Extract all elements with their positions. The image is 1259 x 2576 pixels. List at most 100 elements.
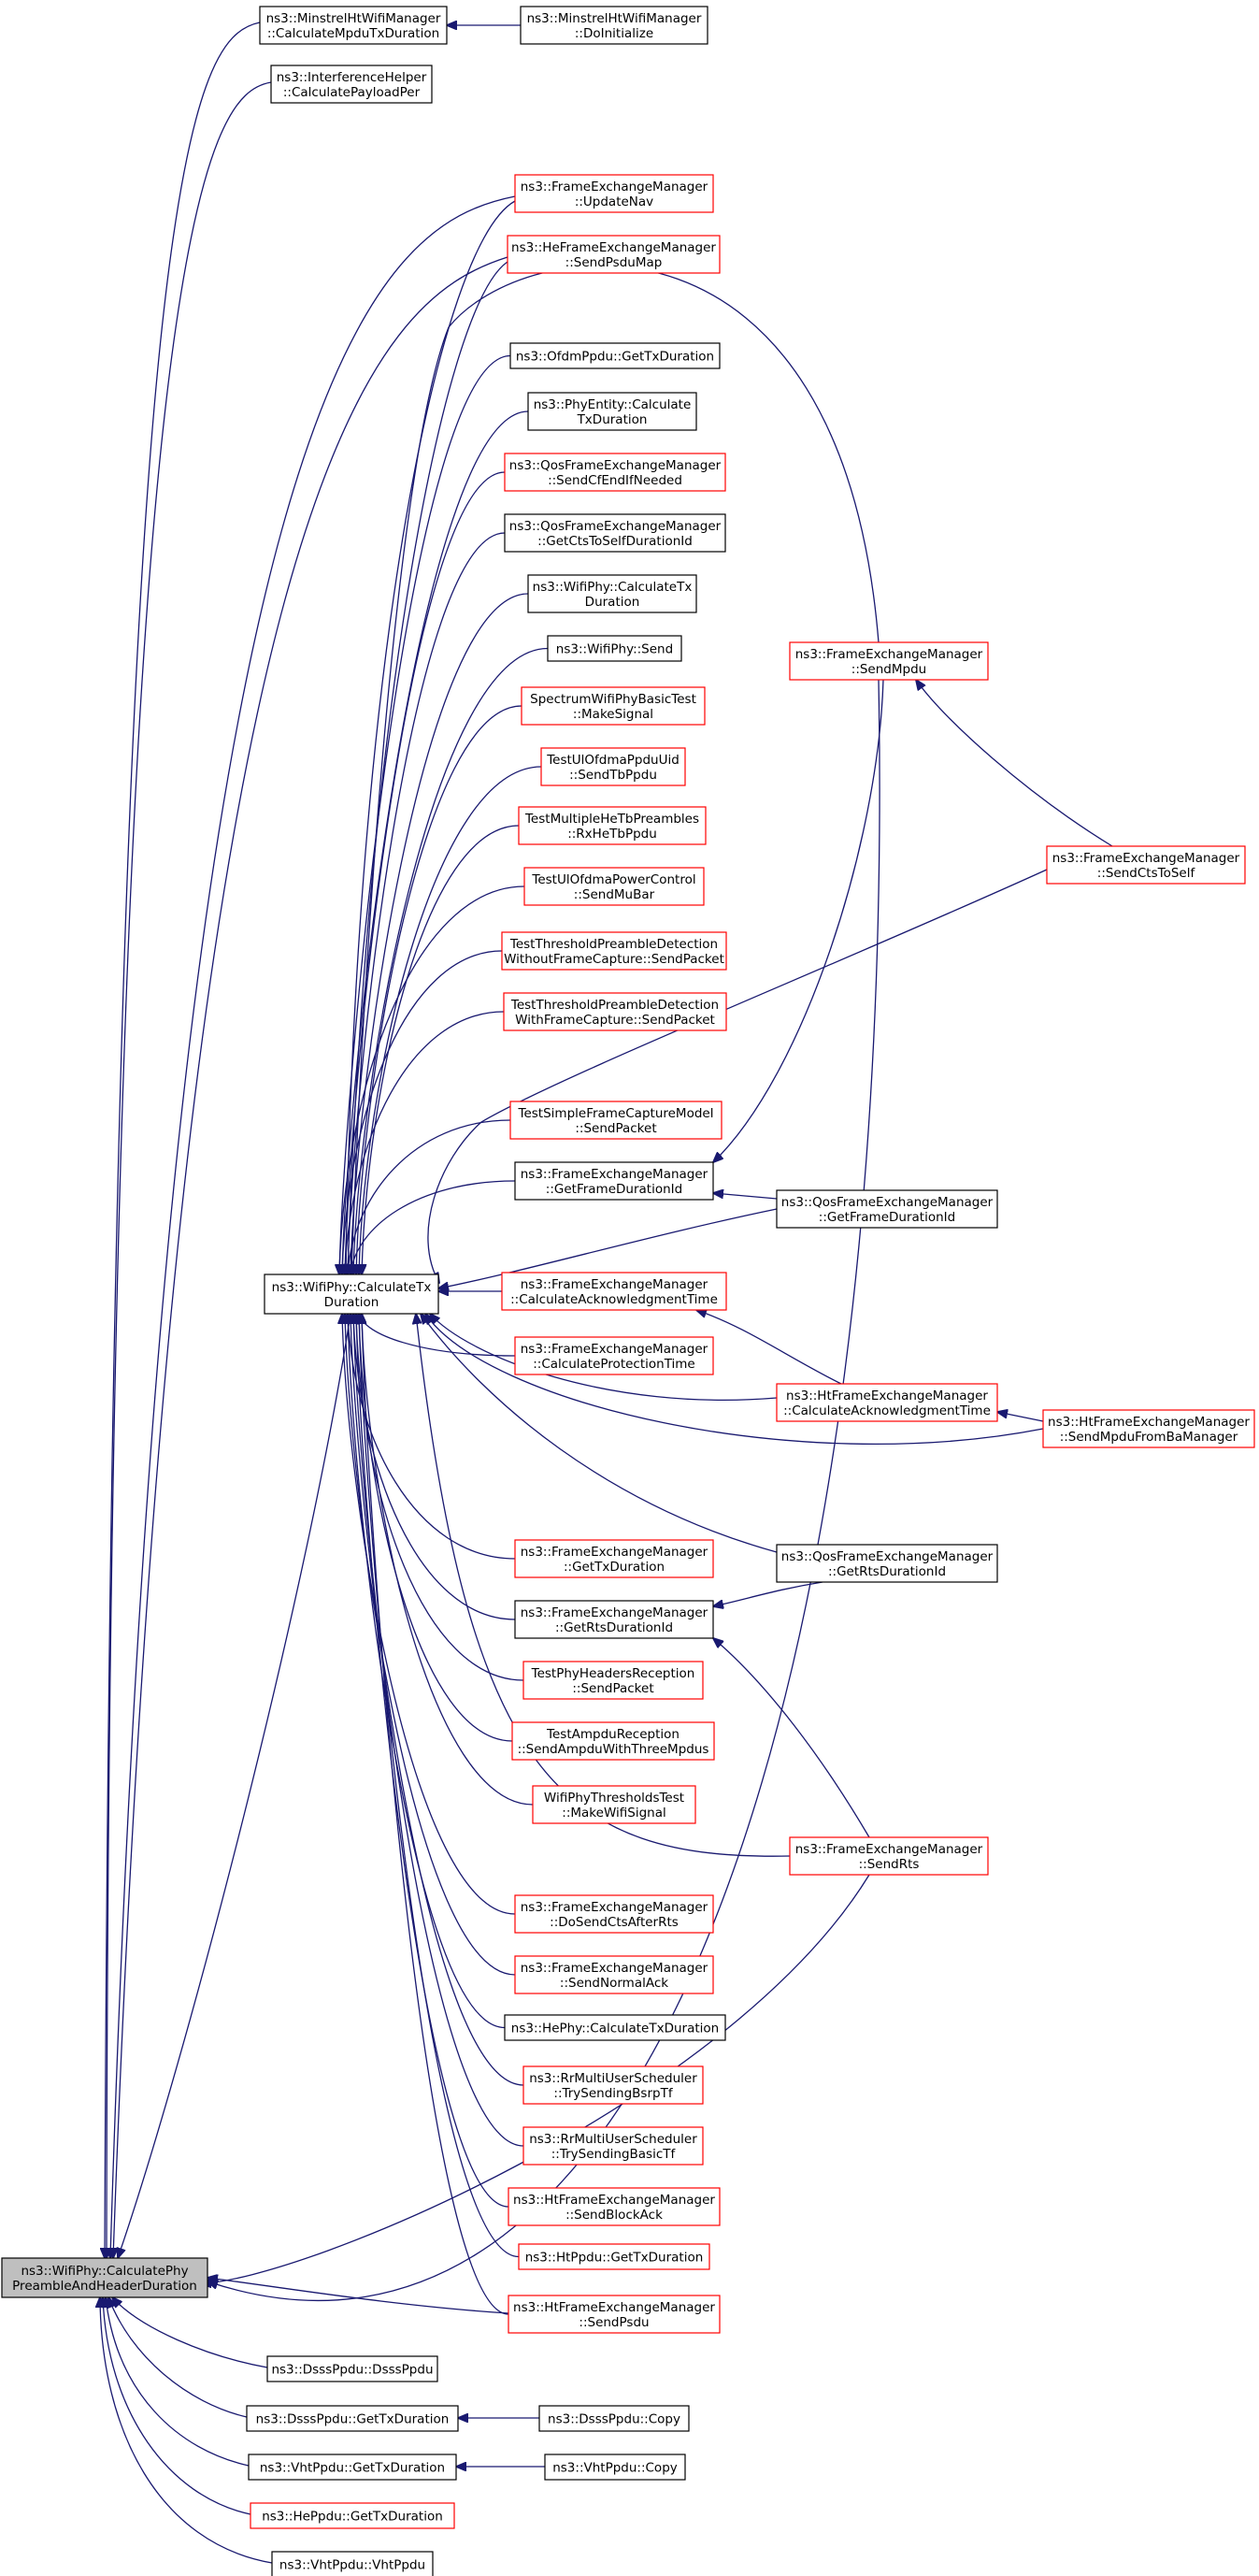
node-label: TestAmpduReception [546, 1727, 680, 1742]
node-label: WithFrameCapture::SendPacket [515, 1013, 715, 1028]
node-box [504, 2014, 726, 2041]
node-label: ::TrySendingBasicTf [551, 2147, 677, 2162]
edge-qos_getframe-to-hub [438, 1208, 778, 1288]
node-fem-calcack[interactable]: ns3::FrameExchangeManager::CalculateAckn… [501, 1272, 727, 1311]
node-spectrum-make[interactable]: SpectrumWifiPhyBasicTest::MakeSignal [521, 686, 706, 726]
node-label: TestUlOfdmaPowerControl [531, 872, 695, 887]
node-htfem-sendpsdu[interactable]: ns3::HtFrameExchangeManager::SendPsdu [508, 2295, 721, 2334]
node-wifiphy-calc2[interactable]: ns3::WifiPhy::CalculateTxDuration [527, 574, 697, 613]
edge-fem_sendnormal-to-hub [345, 1314, 516, 1976]
node-box [776, 1383, 998, 1422]
node-label: ns3::HtFrameExchangeManager [786, 1389, 988, 1403]
node-fem-updatenav[interactable]: ns3::FrameExchangeManager::UpdateNav [514, 174, 714, 213]
node-he-gettx[interactable]: ns3::HePpdu::GetTxDuration [250, 2502, 455, 2529]
node-label: ns3::HtPpdu::GetTxDuration [525, 2251, 704, 2266]
node-root[interactable]: ns3::WifiPhy::CalculatePhyPreambleAndHea… [1, 2257, 208, 2298]
node-fem-sendnormal[interactable]: ns3::FrameExchangeManager::SendNormalAck [514, 1955, 714, 1994]
node-label: ::GetCtsToSelfDurationId [537, 534, 693, 549]
node-phyentity-calc[interactable]: ns3::PhyEntity::CalculateTxDuration [527, 392, 697, 431]
node-fem-getframe[interactable]: ns3::FrameExchangeManager::GetFrameDurat… [514, 1161, 714, 1201]
node-testmulti-rx[interactable]: TestMultipleHeTbPreambles::RxHeTbPpdu [518, 806, 707, 845]
node-htfem-sendmpdu[interactable]: ns3::HtFrameExchangeManager::SendMpduFro… [1042, 1409, 1255, 1448]
node-label: ::DoInitialize [575, 26, 653, 41]
node-dsss-gettx[interactable]: ns3::DsssPpdu::GetTxDuration [246, 2405, 459, 2432]
node-label: ns3::FrameExchangeManager [521, 180, 708, 194]
node-testampdu[interactable]: TestAmpduReception::SendAmpduWithThreeMp… [511, 1721, 715, 1761]
node-testthr-with[interactable]: TestThresholdPreambleDetectionWithFrameC… [503, 992, 727, 1031]
node-label: TestUlOfdmaPpduUid [546, 753, 680, 768]
node-rr-bsrp[interactable]: ns3::RrMultiUserScheduler::TrySendingBsr… [522, 2065, 704, 2105]
node-dsss-copy[interactable]: ns3::DsssPpdu::Copy [538, 2405, 690, 2432]
node-interference[interactable]: ns3::InterferenceHelper::CalculatePayloa… [270, 65, 433, 104]
node-fem-sendmpdu[interactable]: ns3::FrameExchangeManager::SendMpdu [789, 641, 989, 681]
node-label: ::SendNormalAck [560, 1976, 668, 1991]
node-qos-getframe[interactable]: ns3::QosFrameExchangeManager::GetFrameDu… [776, 1189, 998, 1229]
node-box [501, 1272, 727, 1311]
node-box [521, 686, 706, 726]
node-vht-ctor[interactable]: ns3::VhtPpdu::VhtPpdu [271, 2551, 434, 2576]
node-label: ns3::VhtPpdu::VhtPpdu [279, 2558, 425, 2573]
node-qos-sendcfend[interactable]: ns3::QosFrameExchangeManager::SendCfEndI… [504, 453, 726, 492]
node-wifithr[interactable]: WifiPhyThresholdsTest::MakeWifiSignal [532, 1785, 696, 1824]
edge-fem_updatenav-to-root [110, 195, 516, 2258]
node-htppdu-gettx[interactable]: ns3::HtPpdu::GetTxDuration [518, 2243, 710, 2270]
node-label: ns3::MinstrelHtWifiManager [527, 11, 702, 26]
node-fem-dosendcts[interactable]: ns3::FrameExchangeManager::DoSendCtsAfte… [514, 1894, 714, 1934]
node-label: ns3::InterferenceHelper [277, 70, 427, 85]
node-testul-sendtb[interactable]: TestUlOfdmaPpduUid::SendTbPpdu [540, 747, 686, 786]
node-label: ::CalculateAcknowledgmentTime [510, 1292, 718, 1307]
edge-htfem_sendmpdu-to-htfem_calcack [997, 1412, 1044, 1422]
node-box [511, 1721, 715, 1761]
node-box [532, 1785, 696, 1824]
node-label: ::SendMuBar [574, 887, 655, 902]
node-label: ns3::FrameExchangeManager [521, 1900, 708, 1915]
node-htfem-calcack[interactable]: ns3::HtFrameExchangeManager::CalculateAc… [776, 1383, 998, 1422]
node-rr-basic[interactable]: ns3::RrMultiUserScheduler::TrySendingBas… [522, 2126, 704, 2166]
node-vht-copy[interactable]: ns3::VhtPpdu::Copy [544, 2454, 686, 2481]
node-wifiphy-send[interactable]: ns3::WifiPhy::Send [547, 635, 682, 662]
node-ofdm-gettx[interactable]: ns3::OfdmPpdu::GetTxDuration [509, 342, 721, 369]
node-vht-gettx[interactable]: ns3::VhtPpdu::GetTxDuration [248, 2454, 457, 2481]
node-label: ns3::FrameExchangeManager [521, 1277, 708, 1292]
node-minstrel-init[interactable]: ns3::MinstrelHtWifiManager::DoInitialize [520, 6, 708, 45]
node-hub[interactable]: ns3::WifiPhy::CalculateTxDuration [264, 1274, 439, 1315]
edge-fem_sendmpdu-to-root [207, 679, 880, 2301]
node-htfem-sendblock[interactable]: ns3::HtFrameExchangeManager::SendBlockAc… [508, 2187, 721, 2226]
node-box [538, 2405, 690, 2432]
edge-dsss_gettx-to-root [108, 2297, 248, 2418]
edge-fem_sendmpdu-to-fem_getframe [713, 679, 884, 1162]
node-testthr-without[interactable]: TestThresholdPreambleDetectionWithoutFra… [501, 931, 727, 971]
node-label: ns3::HePhy::CalculateTxDuration [511, 2022, 719, 2036]
node-label: ::GetRtsDurationId [555, 1620, 673, 1635]
node-testphyhdr[interactable]: TestPhyHeadersReception::SendPacket [522, 1661, 704, 1700]
node-qos-getcts[interactable]: ns3::QosFrameExchangeManager::GetCtsToSe… [504, 513, 726, 553]
node-fem-sendcts[interactable]: ns3::FrameExchangeManager::SendCtsToSelf [1046, 845, 1246, 885]
node-fem-sendrts[interactable]: ns3::FrameExchangeManager::SendRts [789, 1836, 989, 1876]
node-label: ns3::FrameExchangeManager [795, 1842, 983, 1857]
edge-qos_sendcfend-to-hub [345, 471, 506, 1274]
node-label: ::SendCtsToSelf [1097, 866, 1196, 881]
edge-wifiphy_send-to-hub [353, 647, 549, 1275]
node-testsimple[interactable]: TestSimpleFrameCaptureModel::SendPacket [509, 1101, 722, 1140]
node-box [259, 6, 448, 45]
node-box [514, 1894, 714, 1934]
node-hefem-sendpsdumap[interactable]: ns3::HeFrameExchangeManager::SendPsduMap [507, 235, 721, 274]
node-minstrel-calc[interactable]: ns3::MinstrelHtWifiManager::CalculateMpd… [259, 6, 448, 45]
edge-fem_sendmpdu-to-hub [351, 265, 880, 1274]
node-fem-gettx[interactable]: ns3::FrameExchangeManager::GetTxDuration [514, 1539, 714, 1578]
node-fem-getrts[interactable]: ns3::FrameExchangeManager::GetRtsDuratio… [514, 1600, 714, 1639]
node-label: ns3::DsssPpdu::DsssPpdu [271, 2363, 433, 2378]
node-qos-getrts[interactable]: ns3::QosFrameExchangeManager::GetRtsDura… [776, 1544, 998, 1583]
node-label: ns3::DsssPpdu::GetTxDuration [256, 2412, 450, 2427]
edge-fem_getframe-to-hub [351, 1180, 516, 1274]
node-box [1046, 845, 1246, 885]
node-dsss-ctor[interactable]: ns3::DsssPpdu::DsssPpdu [266, 2355, 438, 2382]
node-label: ::GetFrameDurationId [546, 1182, 682, 1197]
node-fem-calcprot[interactable]: ns3::FrameExchangeManager::CalculateProt… [514, 1336, 714, 1375]
node-hephy-calc[interactable]: ns3::HePhy::CalculateTxDuration [504, 2014, 726, 2041]
node-testulpower[interactable]: TestUlOfdmaPowerControl::SendMuBar [523, 867, 705, 906]
node-label: ::GetRtsDurationId [828, 1564, 946, 1579]
edge-testampdu-to-hub [359, 1314, 513, 1742]
node-box [789, 641, 989, 681]
edge-fem_sendcts-to-fem_sendmpdu [916, 680, 1113, 847]
